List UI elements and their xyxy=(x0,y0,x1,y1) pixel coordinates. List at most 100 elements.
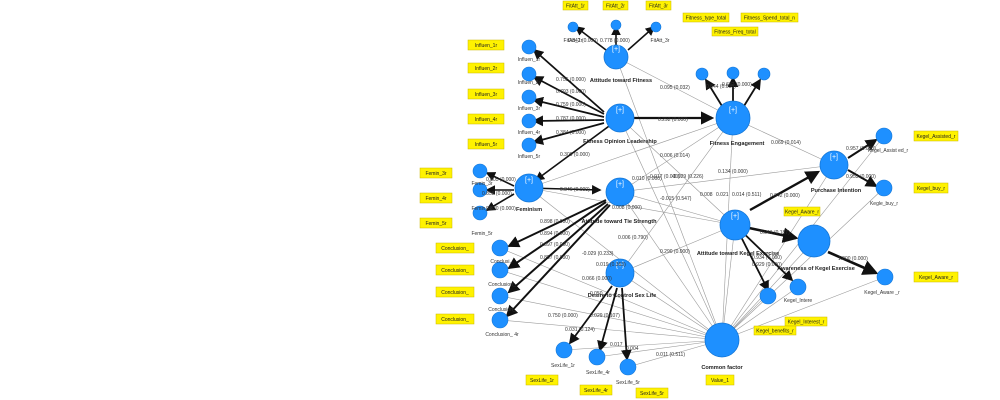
svg-text:0.066 (0.000): 0.066 (0.000) xyxy=(582,276,612,282)
svg-text:[+]: [+] xyxy=(616,107,624,114)
tag-fitness-freq[interactable]: Fitness_Freq_total xyxy=(711,26,759,37)
svg-text:Conclusi...: Conclusi... xyxy=(490,259,513,265)
node-fitness-engagement[interactable] xyxy=(715,100,751,136)
svg-text:0.021: 0.021 xyxy=(716,192,729,198)
ind-fitatt-2[interactable] xyxy=(610,19,622,31)
ind-fitatt-1[interactable] xyxy=(567,21,579,33)
tag-influen-4r[interactable]: Influen_4r xyxy=(467,113,505,125)
node-common-factor[interactable] xyxy=(704,322,740,358)
svg-text:Conclusion_: Conclusion_ xyxy=(488,282,516,288)
tag-conclusion-4[interactable]: Conclusion_ xyxy=(435,313,475,325)
svg-text:FitAtt_3r: FitAtt_3r xyxy=(651,38,670,44)
svg-text:Influen_1r: Influen_1r xyxy=(518,57,541,63)
ind-influen-3[interactable] xyxy=(521,89,537,105)
tag-kegel-buy[interactable]: Kegel_buy_r xyxy=(913,182,949,194)
svg-text:SexLife_1r: SexLife_1r xyxy=(551,363,575,369)
node-attitude-kegel[interactable] xyxy=(719,209,751,241)
ind-fitness-type[interactable] xyxy=(695,67,709,81)
ind-influen-2[interactable] xyxy=(521,66,537,82)
node-feminism[interactable] xyxy=(514,173,544,203)
node-purchase-intention[interactable] xyxy=(819,150,849,180)
svg-text:Kegel_Aware_r: Kegel_Aware_r xyxy=(919,275,953,281)
svg-text:0.894 (0.000): 0.894 (0.000) xyxy=(540,231,570,237)
svg-text:Femin_5r: Femin_5r xyxy=(471,231,492,237)
tag-fitatt-2r[interactable]: FitAtt_2r xyxy=(602,0,629,11)
node-attitude-fitness[interactable] xyxy=(603,44,629,70)
tag-kegel-benefits[interactable]: Kegel_benefits_r xyxy=(753,325,797,336)
svg-text:0.309 (0.000): 0.309 (0.000) xyxy=(560,152,590,158)
ind-sexlife-1[interactable] xyxy=(555,341,573,359)
svg-text:0.290 (0.000): 0.290 (0.000) xyxy=(660,249,690,255)
svg-text:Conclusion_: Conclusion_ xyxy=(488,307,516,313)
tag-sexlife-5r[interactable]: SexLife_5r xyxy=(635,387,669,399)
ind-femin-3[interactable] xyxy=(472,163,488,179)
ind-influen-5[interactable] xyxy=(521,137,537,153)
node-attitude-tie[interactable] xyxy=(605,177,635,207)
tag-kegel-interest[interactable]: Kegel_Interest_r xyxy=(784,316,828,327)
ind-fitness-freq[interactable] xyxy=(726,66,740,80)
node-desire-sex[interactable] xyxy=(605,258,635,288)
node-awareness[interactable] xyxy=(797,224,831,258)
svg-text:0.011 (0.511): 0.011 (0.511) xyxy=(656,352,685,358)
svg-text:Kegel_Interest_r: Kegel_Interest_r xyxy=(788,320,825,326)
tag-kegel-aware-mid[interactable]: Kegel_Aware_r xyxy=(783,206,821,217)
ind-fitatt-3[interactable] xyxy=(650,21,662,33)
tag-influen-1r[interactable]: Influen_1r xyxy=(467,39,505,51)
tag-kegel-aware-right[interactable]: Kegel_Aware_r xyxy=(913,271,959,283)
ind-sexlife-4[interactable] xyxy=(588,348,606,366)
svg-text:0.006 (0.790): 0.006 (0.790) xyxy=(618,235,648,241)
ind-femin-5[interactable] xyxy=(472,205,488,221)
ind-kegel-aware[interactable] xyxy=(876,268,894,286)
ind-influen-4[interactable] xyxy=(521,113,537,129)
indicator-tags: FitAtt_1r FitAtt_2r FitAtt_3r Fitness_ty… xyxy=(419,0,959,399)
ind-concl-1[interactable] xyxy=(491,239,509,257)
ind-concl-3[interactable] xyxy=(491,287,509,305)
tag-influen-3r[interactable]: Influen_3r xyxy=(467,88,505,100)
ind-kegel-assist[interactable] xyxy=(875,127,893,145)
ind-kegel-intere[interactable] xyxy=(789,278,807,296)
plus-markers: [+] [+] [+] [+] [+] [+] [+] [+] xyxy=(525,46,838,269)
tag-influen-5r[interactable]: Influen_5r xyxy=(467,138,505,150)
svg-text:[+]: [+] xyxy=(616,181,624,188)
ind-femin-4[interactable] xyxy=(472,182,488,198)
ind-kegel-buy[interactable] xyxy=(875,179,893,197)
tag-fitatt-3r[interactable]: FitAtt_3r xyxy=(645,0,672,11)
svg-text:0.019 (0.363): 0.019 (0.363) xyxy=(596,262,626,268)
svg-text:Fitness_Spend_total_n: Fitness_Spend_total_n xyxy=(744,16,795,22)
svg-text:0.095 (0.032): 0.095 (0.032) xyxy=(660,85,690,91)
ind-sexlife-5[interactable] xyxy=(619,358,637,376)
ind-influen-1[interactable] xyxy=(521,39,537,55)
label-desire-sex: Desire to Control Sex Life xyxy=(588,293,656,299)
svg-text:0.014 (0.511): 0.014 (0.511) xyxy=(732,192,762,198)
ind-concl-4[interactable] xyxy=(491,311,509,329)
svg-text:0.898 (0.000): 0.898 (0.000) xyxy=(540,219,570,225)
ind-concl-2[interactable] xyxy=(491,261,509,279)
tag-influen-2r[interactable]: Influen_2r xyxy=(467,62,505,74)
tag-conclusion-2[interactable]: Conclusion_ xyxy=(435,264,475,276)
tag-conclusion-3[interactable]: Conclusion_ xyxy=(435,286,475,298)
tag-sexlife-1r[interactable]: SexLife_1r xyxy=(525,374,559,386)
svg-text:-0.015 (0.547): -0.015 (0.547) xyxy=(660,196,692,202)
tag-fitness-spend[interactable]: Fitness_Spend_total_n xyxy=(740,12,799,23)
tag-femin-3r[interactable]: Femin_3r xyxy=(419,167,453,179)
indicator-labels: FitAtt_1r FitAtt_3r Influen_1r Influen_2… xyxy=(471,38,908,386)
indicator-nodes xyxy=(472,19,894,376)
tag-fitness-type[interactable]: Fitness_type_total xyxy=(682,12,730,23)
ind-fitness-spend[interactable] xyxy=(757,67,771,81)
svg-text:0.017: 0.017 xyxy=(610,342,623,348)
tag-sexlife-4r[interactable]: SexLife_4r xyxy=(579,384,613,396)
tag-conclusion-1[interactable]: Conclusion_ xyxy=(435,242,475,254)
tag-value-1[interactable]: Value_1 xyxy=(705,374,735,386)
tag-fitatt-1r[interactable]: FitAtt_1r xyxy=(562,0,589,11)
svg-text:[+]: [+] xyxy=(830,154,838,161)
tag-femin-4r[interactable]: Femin_4r xyxy=(419,192,453,204)
tag-kegel-assisted[interactable]: Kegel_Assisted_r xyxy=(913,130,959,142)
svg-text:Femin_5r: Femin_5r xyxy=(425,221,446,227)
svg-text:0.050: 0.050 xyxy=(590,291,603,297)
tag-femin-5r[interactable]: Femin_5r xyxy=(419,217,453,229)
latent-nodes xyxy=(514,44,849,358)
ind-kegel-benefits[interactable] xyxy=(759,287,777,305)
svg-text:[+]: [+] xyxy=(616,262,624,269)
node-fitness-opinion[interactable] xyxy=(605,103,635,133)
